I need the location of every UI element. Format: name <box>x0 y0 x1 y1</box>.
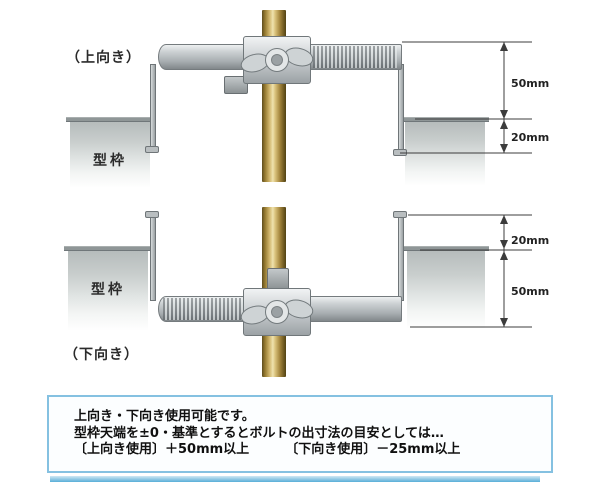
orientation-label-upward: （上向き） <box>66 50 141 66</box>
hook-left-foot <box>145 211 159 218</box>
clamp-latch <box>224 76 248 94</box>
formwork-label: 型枠 <box>93 153 127 169</box>
bottom-blue-strip <box>50 476 540 482</box>
formwork-left-panel <box>68 251 148 331</box>
note-downward-usage: 〔下向き使用〕－25mm以上 <box>285 442 461 457</box>
formwork-right-panel <box>407 251 485 329</box>
hook-left-foot <box>145 146 159 153</box>
formwork-label: 型枠 <box>91 282 125 298</box>
hook-left-bar <box>150 215 156 301</box>
note-upward-usage: 〔上向き使用〕＋50mm以上 <box>74 442 250 457</box>
arm-knurled-section <box>163 298 243 320</box>
hook-right-foot <box>393 211 407 218</box>
formwork-left-top-edge <box>64 246 152 251</box>
hook-right-bar <box>398 215 404 301</box>
formwork-left-top-edge <box>66 117 154 122</box>
usage-note-box: 上向き・下向き使用可能です。 型枠天端を±0・基準とするとボルトの出寸法の目安と… <box>47 395 553 473</box>
wing-nut-icon <box>240 299 314 325</box>
formwork-right-top-edge <box>403 246 489 251</box>
clamp-latch <box>267 268 289 290</box>
note-line-2: 型枠天端を±0・基準とするとボルトの出寸法の目安としては… <box>74 425 444 441</box>
orientation-label-downward: （下向き） <box>64 347 139 363</box>
note-line-3: 〔上向き使用〕＋50mm以上 〔下向き使用〕－25mm以上 <box>74 442 551 459</box>
dim-label-20mm: 20mm <box>511 234 549 247</box>
wing-nut-icon <box>240 47 314 73</box>
note-line-1: 上向き・下向き使用可能です。 <box>74 409 255 424</box>
formwork-left-panel <box>70 122 150 188</box>
formwork-right-panel <box>405 122 485 186</box>
dim-label-50mm: 50mm <box>511 285 549 298</box>
arm-knurled-section <box>313 46 397 68</box>
formwork-right-top-edge <box>401 117 489 122</box>
